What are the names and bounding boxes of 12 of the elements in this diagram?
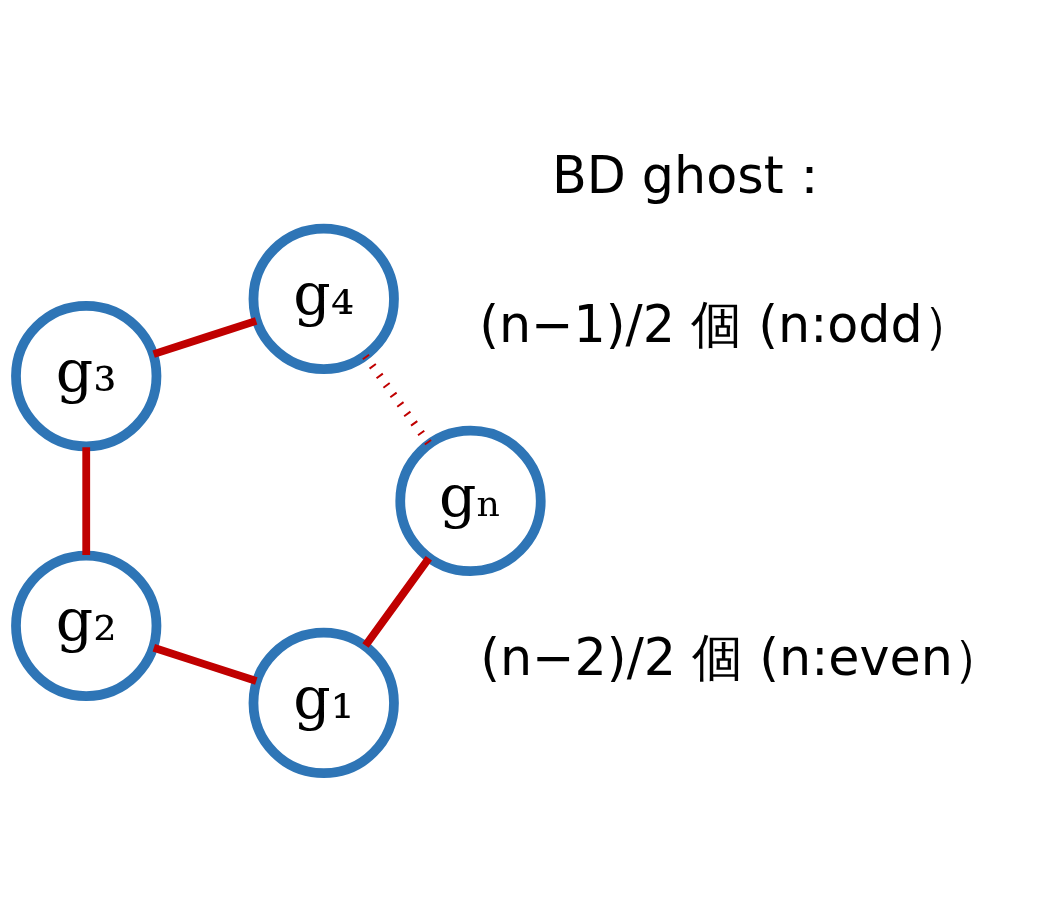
connector [152, 317, 258, 358]
connector [152, 644, 258, 685]
label: (n−1)/2 個 (n:odd） [479, 294, 974, 354]
connector [362, 555, 432, 648]
node-circle: g₁ [248, 627, 399, 779]
node-circle: g₄ [248, 223, 399, 374]
node-circle: gₙ [395, 425, 546, 577]
node-circle: g₃ [11, 300, 162, 452]
label: BD ghost： [551, 146, 835, 206]
node-circle: g₂ [11, 550, 162, 701]
label: (n−2)/2 個 (n:even） [480, 628, 1004, 688]
connector [362, 353, 432, 446]
